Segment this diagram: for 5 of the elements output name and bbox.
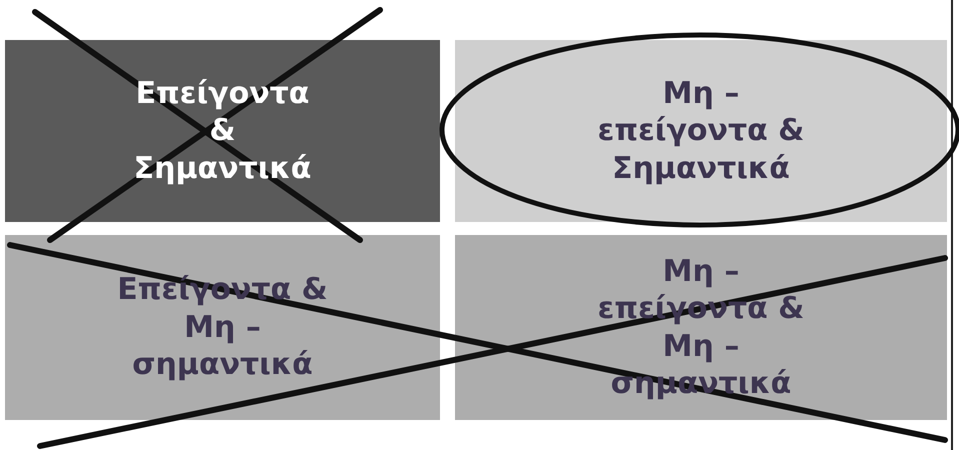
quadrant-box: [455, 235, 947, 420]
quadrant-label: Επείγοντα & Σημαντικά: [132, 74, 312, 188]
quadrant-label: Μη – επείγοντα & Σημαντικά: [596, 74, 806, 188]
quadrant-box: [5, 40, 440, 222]
quadrant-box: [5, 235, 440, 420]
